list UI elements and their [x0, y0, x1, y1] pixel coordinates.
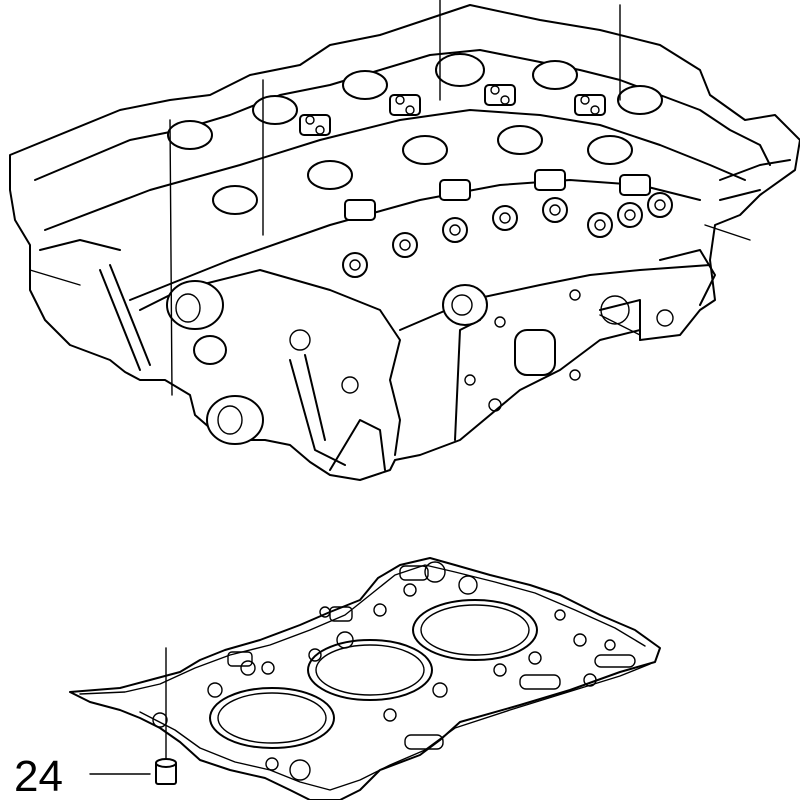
bearing-caps [299, 84, 651, 221]
cylinder-head [9, 0, 800, 481]
front-bosses [166, 280, 674, 445]
camshaft-journals [167, 53, 663, 215]
gasket-bores [209, 599, 538, 749]
lifter-bores [342, 192, 673, 278]
cylinder-head-gasket [69, 557, 661, 800]
callout-label: 24 [14, 752, 63, 800]
callout-24: 24 [14, 752, 151, 800]
gasket-passages [152, 561, 636, 781]
dowel-pin[interactable] [155, 647, 177, 785]
end-face-port [514, 329, 556, 376]
